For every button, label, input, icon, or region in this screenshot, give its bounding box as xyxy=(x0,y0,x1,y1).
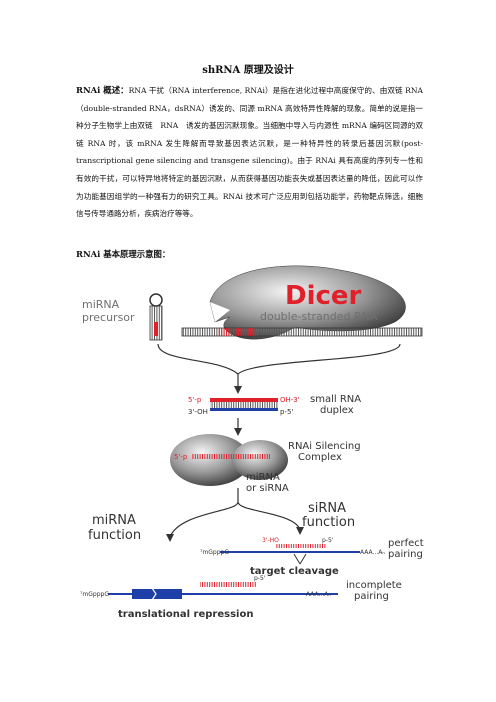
rnai-diagram: Dicer miRNA precursor double-stranded RN… xyxy=(80,265,424,620)
incomplete-cds-box xyxy=(132,589,182,599)
mirna-precursor-label-1: miRNA xyxy=(82,298,120,311)
incomplete-pairing-label-1: incomplete xyxy=(346,580,402,591)
duplex-3oh: 3'-OH xyxy=(188,408,208,416)
perfect-pairing-label-1: perfect xyxy=(388,538,424,549)
hairpin-loop xyxy=(149,293,163,307)
pairing-p5-a: p-5' xyxy=(322,537,334,544)
incomplete-guide xyxy=(200,582,256,587)
incomplete-pairing-label-2: pairing xyxy=(354,591,389,602)
pairing-p5-b: p-5' xyxy=(254,575,266,582)
perfect-guide xyxy=(276,544,326,548)
duplex-p5: p-5' xyxy=(280,408,293,416)
small-rna-label-1: small RNA xyxy=(310,394,361,405)
dicer-cut-notch xyxy=(210,302,230,322)
page-title: shRNA 原理及设计 xyxy=(202,65,294,76)
risc-shape-lobe xyxy=(232,440,288,480)
mirna-precursor-label-2: precursor xyxy=(82,311,135,324)
arrow-head-left xyxy=(166,534,174,542)
risc-label-2: Complex xyxy=(298,452,342,463)
arrow-head-1 xyxy=(234,386,242,394)
mirna-or-sirna-label-2: or siRNA xyxy=(246,483,289,494)
mirna-function-label-2: function xyxy=(88,528,141,543)
risc-5p: 5'-p xyxy=(174,453,188,461)
mirna-or-sirna-label-1: miRNA xyxy=(246,472,280,483)
branch-right xyxy=(237,501,301,531)
pairing-ho3: 3'-HO xyxy=(262,537,279,544)
intro-text: RNA 干扰（RNA interference, RNAi）是指在进化过程中高度… xyxy=(76,86,423,219)
figure-heading: RNAi 基本原理示意图： xyxy=(76,249,171,259)
arrow-head-2 xyxy=(234,428,242,436)
perfect-cap: ⁷mGpppG xyxy=(200,549,229,556)
sirna-function-label-1: siRNA xyxy=(308,501,346,516)
arrow-head-right xyxy=(296,527,304,535)
duplex-bottom-strand xyxy=(210,408,278,411)
duplex-oh3: OH-3' xyxy=(280,396,300,404)
incomplete-polya: AAA...Aₙ xyxy=(306,591,331,598)
merge-brace xyxy=(157,343,401,375)
perfect-pairing-label-2: pairing xyxy=(388,549,423,560)
risc-label-1: RNAi Silencing xyxy=(288,441,361,452)
duplex-ticks xyxy=(210,402,278,408)
translational-repression-label: translational repression xyxy=(118,609,253,620)
sirna-function-label-2: function xyxy=(302,515,355,530)
intro-heading: RNAi 概述： xyxy=(76,85,129,95)
dsrna-cut xyxy=(218,328,258,336)
small-rna-label-2: duplex xyxy=(320,405,354,416)
dicer-label: Dicer xyxy=(285,281,362,311)
risc-shape-main xyxy=(170,434,250,486)
mirna-function-label-1: miRNA xyxy=(92,513,136,528)
dsrna-label: double-stranded RNA xyxy=(260,310,378,323)
target-cleavage-label: target cleavage xyxy=(250,566,339,577)
perfect-polya: AAA...Aₙ xyxy=(360,549,385,556)
hairpin-cut xyxy=(154,322,158,336)
risc-guide-strand xyxy=(192,454,270,459)
dsrna-duplex xyxy=(181,327,423,337)
branch-left xyxy=(169,501,239,538)
scissors-icon xyxy=(293,553,307,565)
duplex-5p: 5'-p xyxy=(188,396,202,404)
mrna-break-icon xyxy=(151,587,157,601)
intro-paragraph: RNAi 概述：RNA 干扰（RNA interference, RNAi）是指… xyxy=(76,82,423,223)
duplex-top-strand xyxy=(210,398,278,402)
incomplete-cap: ⁷mGpppG xyxy=(80,591,109,598)
